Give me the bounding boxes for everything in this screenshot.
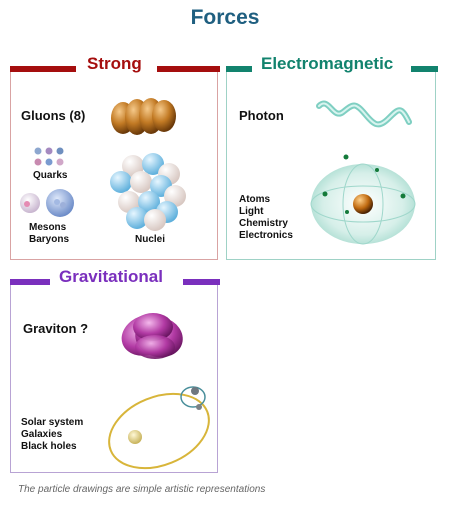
nuclei-label: Nuclei [135, 234, 166, 245]
graviton-illustration [121, 313, 183, 359]
strong-force-panel: Strong Gluons (8) Quarks [10, 54, 220, 260]
baryons-label: Baryons [29, 234, 70, 245]
em-example-light: Light [239, 206, 264, 217]
electromagnetic-heading: Electromagnetic [255, 54, 400, 74]
page-title: Forces [190, 6, 260, 29]
strong-header-bar-right [157, 66, 220, 72]
electron-dot [343, 154, 349, 160]
grav-example-solar-system: Solar system [21, 417, 84, 428]
quarks-label: Quarks [33, 170, 68, 181]
mesons-baryons-label: Mesons Baryons [29, 222, 69, 246]
gluon-illustration [111, 98, 176, 135]
quarks-illustration [34, 147, 64, 166]
grav-example-black-holes: Black holes [21, 441, 77, 452]
meson-illustration [20, 193, 40, 213]
grav-header-bar-left [10, 279, 50, 285]
electromagnetic-force-panel: Electromagnetic Photon Atoms Light Chemi… [226, 54, 438, 260]
photon-label: Photon [239, 108, 284, 123]
em-examples-list: Atoms Light Chemistry Electronics [239, 194, 293, 242]
footnote: The particle drawings are simple artisti… [18, 484, 266, 495]
grav-example-galaxies: Galaxies [21, 429, 63, 440]
em-header-bar-left [226, 66, 252, 72]
graviton-label: Graviton ? [23, 321, 89, 336]
em-example-electronics: Electronics [239, 230, 293, 241]
nucleus-illustration [110, 153, 186, 231]
mesons-label: Mesons [29, 222, 67, 233]
em-example-chemistry: Chemistry [239, 218, 288, 229]
gluons-label: Gluons (8) [21, 108, 86, 123]
strong-heading: Strong [81, 54, 148, 74]
grav-examples-list: Solar system Galaxies Black holes [21, 417, 83, 453]
grav-header-bar-right [183, 279, 220, 285]
solar-system-illustration [108, 386, 210, 470]
gravitational-force-panel: Gravitational Graviton ? Solar system Ga… [10, 267, 220, 473]
photon-wave-illustration [316, 100, 412, 128]
atom-illustration [310, 163, 416, 245]
em-example-atoms: Atoms [239, 194, 271, 205]
strong-header-bar-left [10, 66, 76, 72]
baryon-illustration [46, 189, 74, 217]
em-header-bar-right [411, 66, 438, 72]
gravitational-heading: Gravitational [53, 267, 169, 287]
